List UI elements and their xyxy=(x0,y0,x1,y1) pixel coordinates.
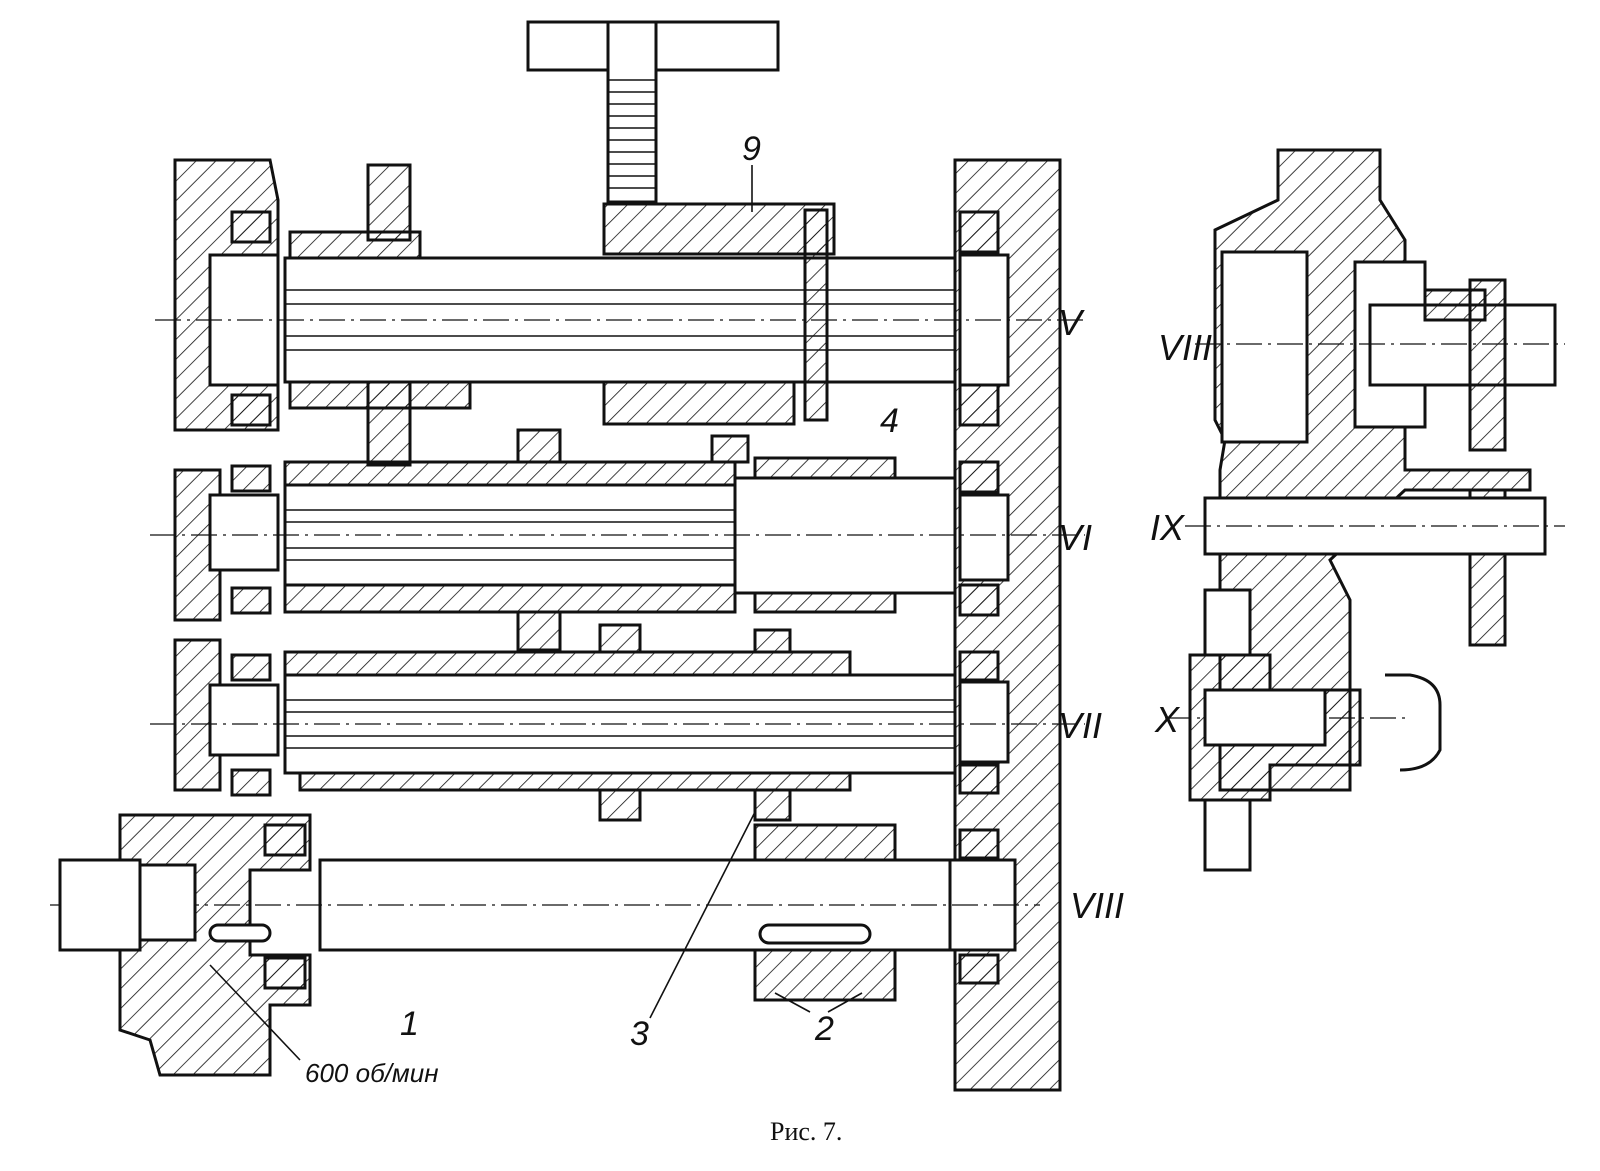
leader-3 xyxy=(649,811,756,1019)
label-shaft-VIII: VIII xyxy=(1070,885,1124,926)
lever-handle xyxy=(526,20,836,426)
label-side-VIII: VIII xyxy=(1158,327,1212,368)
leader-2a xyxy=(774,992,811,1013)
shaft-VIII xyxy=(50,813,1040,1077)
label-shaft-VI: VI xyxy=(1058,517,1092,558)
label-part-9: 9 xyxy=(742,130,761,168)
shaft-VII xyxy=(150,623,1085,822)
label-side-IX: IX xyxy=(1150,507,1186,548)
label-shaft-VII: VII xyxy=(1058,705,1102,746)
label-part-1: 1 xyxy=(400,1005,419,1043)
label-side-X: X xyxy=(1154,699,1181,740)
label-part-2: 2 xyxy=(814,1010,834,1048)
leader-speed xyxy=(209,964,301,1061)
label-part-4: 4 xyxy=(880,402,899,440)
right-housing-wall xyxy=(943,158,1062,1092)
main-gearbox-section: 9 4 1 3 2 600 об/мин V VI VII VIII xyxy=(50,20,1124,1092)
figure-caption: Рис. 7. xyxy=(770,1117,842,1146)
bearings xyxy=(230,210,1000,990)
label-speed: 600 об/мин xyxy=(305,1058,439,1088)
label-shaft-V: V xyxy=(1058,302,1085,343)
shaft-V xyxy=(155,163,1085,467)
side-view-section: VIII IX X xyxy=(1150,148,1565,872)
label-part-3: 3 xyxy=(630,1015,649,1053)
leader-2b xyxy=(827,992,863,1013)
shaft-VI xyxy=(150,428,1085,652)
